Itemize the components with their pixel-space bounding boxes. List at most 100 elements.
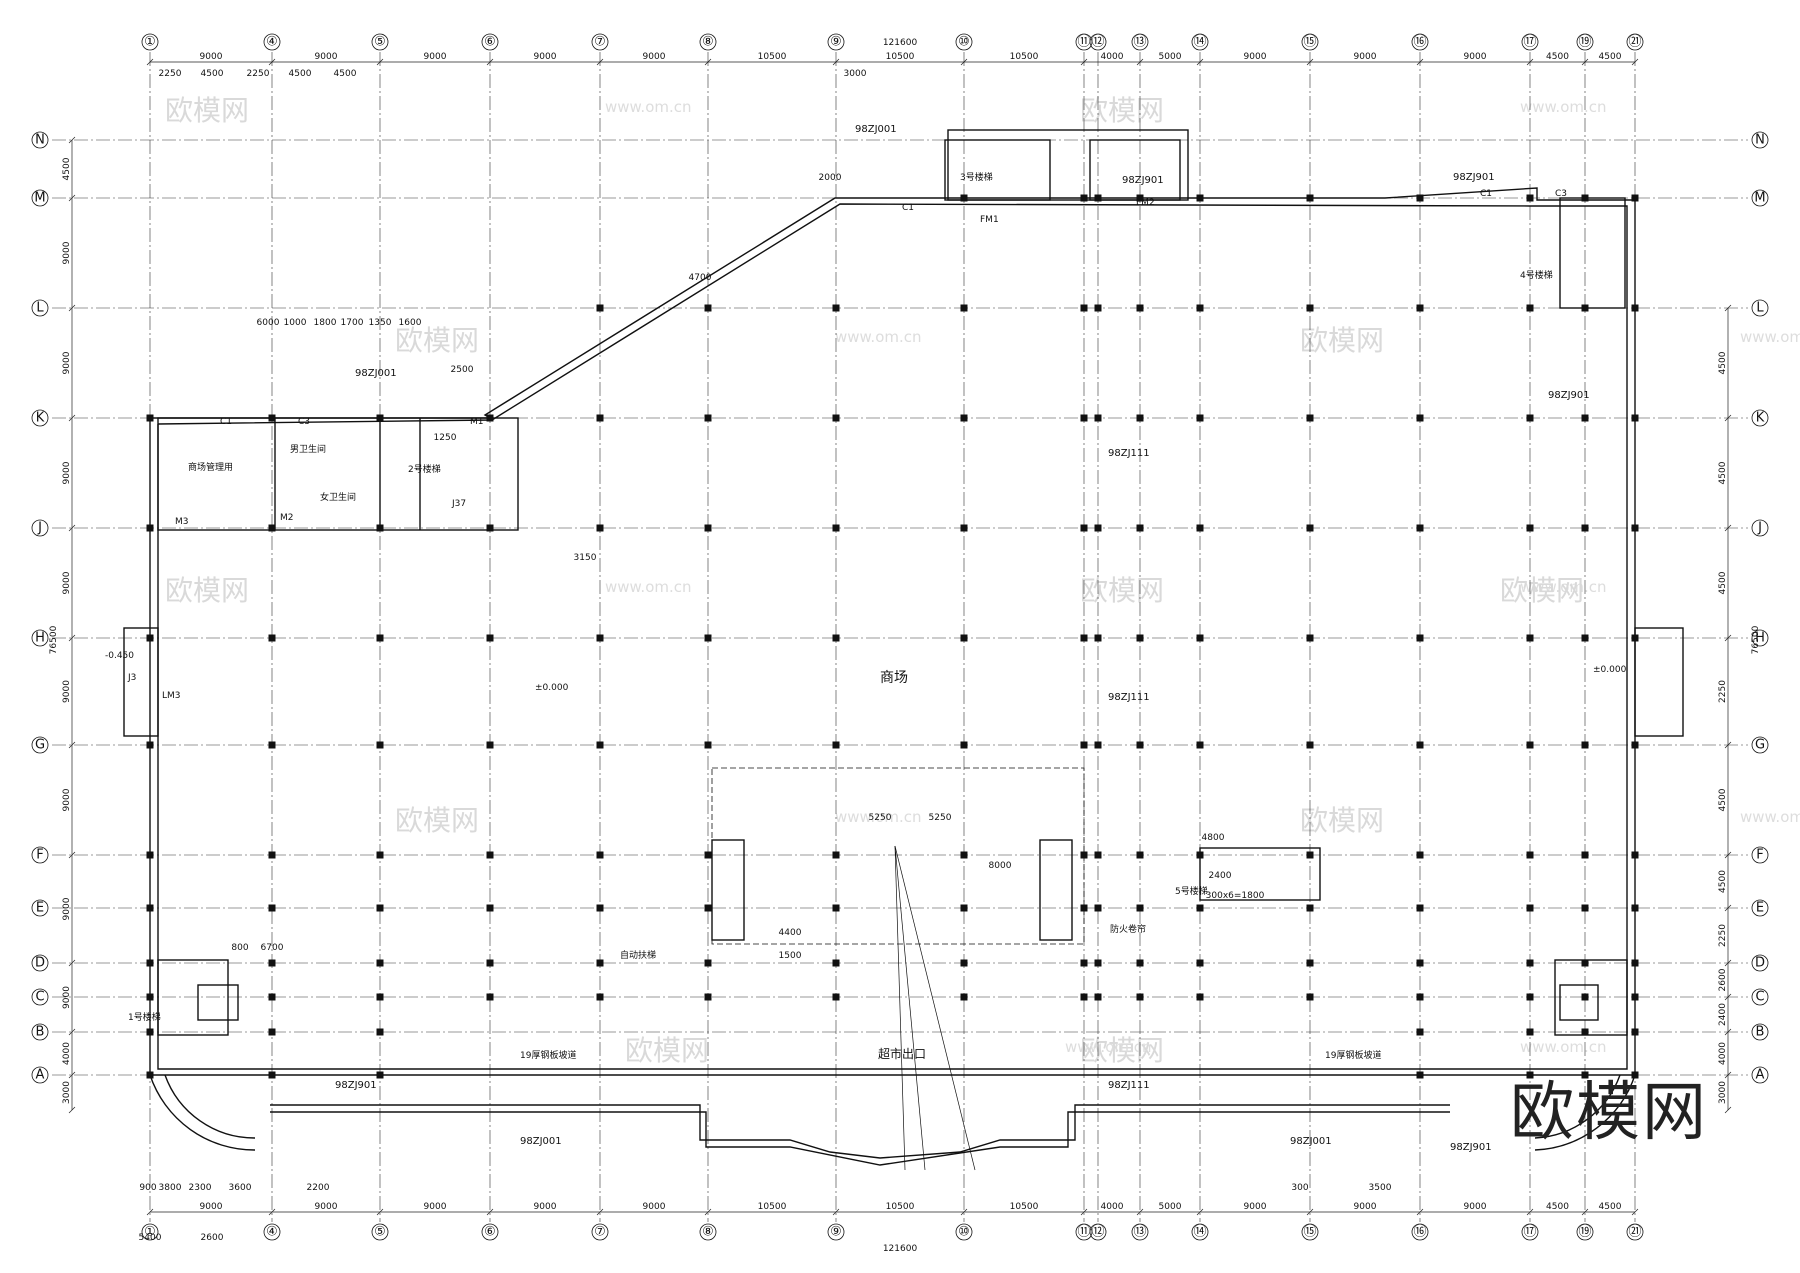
column <box>1581 959 1589 967</box>
axis-bubble <box>1751 519 1769 537</box>
column <box>146 1028 154 1036</box>
se-rotunda-inner <box>1534 1074 1621 1139</box>
axis-bubble <box>371 1223 389 1241</box>
axis-bubble <box>31 629 49 647</box>
detail-ref-mid-2: 98ZJ111 <box>1108 692 1150 703</box>
floor-elevation: ±0.000 <box>535 683 569 693</box>
dimension-tick <box>68 414 76 422</box>
detail-ref-mid: 98ZJ111 <box>1108 448 1150 459</box>
dimension-text: 4400 <box>779 928 802 938</box>
dimension-tick <box>1080 1208 1088 1216</box>
dimension-text: 2250 <box>159 69 182 79</box>
dimension-tick <box>68 959 76 967</box>
column <box>1094 634 1102 642</box>
dimension-tick <box>960 1208 968 1216</box>
axis-bubble <box>1521 1223 1539 1241</box>
axis-label: E <box>36 901 44 916</box>
column <box>1416 414 1424 422</box>
column <box>1631 904 1639 912</box>
detail-ref-se: 98ZJ001 <box>1290 1136 1332 1147</box>
dimension-text: 2300 <box>189 1183 212 1193</box>
watermark-url: www.om.cn <box>1740 808 1800 826</box>
door-fm2-label: FM2 <box>1136 198 1155 208</box>
column <box>486 524 494 532</box>
column <box>832 851 840 859</box>
column <box>268 524 276 532</box>
sw-rotunda-inner <box>164 1074 256 1139</box>
column <box>960 851 968 859</box>
column <box>596 904 604 912</box>
column <box>1631 304 1639 312</box>
dimension-text: 4500 <box>1599 1202 1622 1212</box>
column <box>1306 741 1314 749</box>
watermark-url: www.om.cn <box>835 808 922 826</box>
column <box>960 634 968 642</box>
se-stair <box>1554 959 1628 1036</box>
total-width-top: 121600 <box>883 38 918 48</box>
axis-bubble <box>31 736 49 754</box>
axis-label: ① <box>144 35 156 50</box>
dimension-tick <box>1724 414 1732 422</box>
column <box>596 993 604 1001</box>
axis-label: ⑬ <box>1133 1225 1146 1240</box>
escalator-west <box>711 839 745 941</box>
column <box>1094 851 1102 859</box>
dimension-text: 1600 <box>399 318 422 328</box>
axis-label: ⑫ <box>1091 35 1104 50</box>
axis-bubble <box>1191 1223 1209 1241</box>
dimension-text: 9000 <box>62 351 72 374</box>
axis-bubble <box>1075 33 1093 51</box>
axis-label: ⑨ <box>830 35 842 50</box>
dimension-tick <box>832 58 840 66</box>
axis-bubble <box>31 846 49 864</box>
dimension-text: 4000 <box>1101 1202 1124 1212</box>
dimension-tick <box>1526 1208 1534 1216</box>
dimension-text: 4800 <box>1202 833 1225 843</box>
column <box>1526 1028 1534 1036</box>
watermark-url: www.om.cn <box>605 98 692 116</box>
axis-bubble <box>31 1066 49 1084</box>
axis-bubble <box>1751 988 1769 1006</box>
column <box>1631 959 1639 967</box>
column <box>1306 634 1314 642</box>
axis-bubble <box>1751 629 1769 647</box>
dimension-text: 3000 <box>844 69 867 79</box>
column <box>1080 414 1088 422</box>
dimension-text: 10500 <box>758 1202 787 1212</box>
dimension-text: 2600 <box>1718 968 1728 991</box>
west-service-block <box>157 417 519 531</box>
column <box>1526 1071 1534 1079</box>
axis-label: E <box>1756 901 1764 916</box>
axis-bubble <box>827 1223 845 1241</box>
column <box>146 741 154 749</box>
dimension-text: 4000 <box>1101 52 1124 62</box>
column <box>1526 304 1534 312</box>
axis-label: L <box>36 301 44 316</box>
column <box>1306 993 1314 1001</box>
dimension-text: 4500 <box>1546 1202 1569 1212</box>
column <box>486 414 494 422</box>
column <box>1416 851 1424 859</box>
column <box>146 904 154 912</box>
column <box>1526 741 1534 749</box>
dimension-tick <box>1136 58 1144 66</box>
window-c3-label-ne: C3 <box>1555 189 1567 199</box>
dimension-text: 2600 <box>201 1233 224 1243</box>
axis-bubble <box>481 1223 499 1241</box>
column <box>1526 524 1534 532</box>
dimension-tick <box>1724 524 1732 532</box>
watermark-url: www.om.cn <box>1520 1038 1607 1056</box>
axis-bubble <box>1411 33 1429 51</box>
axis-bubble <box>31 899 49 917</box>
dimension-text: 4000 <box>62 1042 72 1065</box>
column <box>1416 304 1424 312</box>
axis-bubble <box>31 1023 49 1041</box>
column <box>1094 414 1102 422</box>
axis-bubble <box>591 1223 609 1241</box>
dimension-text: 9000 <box>62 788 72 811</box>
dimension-text: 4500 <box>1546 52 1569 62</box>
dimension-text: 9000 <box>200 1202 223 1212</box>
dimension-text: 300x6=1800 <box>1206 891 1265 901</box>
sw-lift <box>197 984 239 1021</box>
